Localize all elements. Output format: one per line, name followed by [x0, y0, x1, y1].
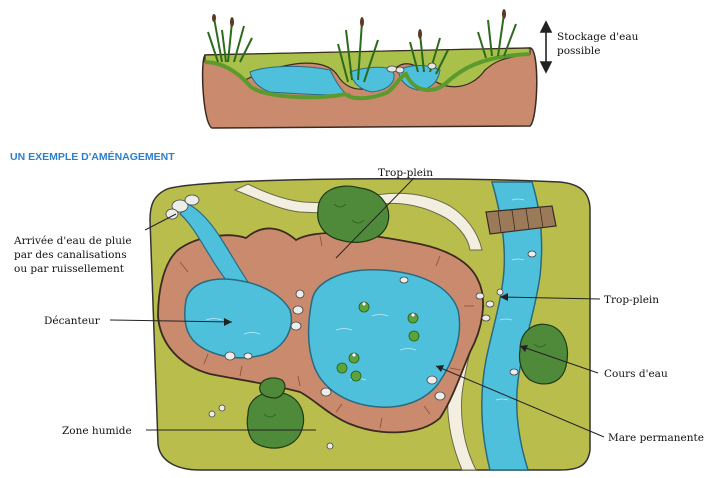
label-mare-permanente: Mare permanente — [608, 432, 704, 444]
label-cours-eau: Cours d'eau — [604, 368, 668, 380]
cross-section-diagram — [203, 9, 551, 128]
label-zone-humide: Zone humide — [62, 425, 132, 437]
label-arrivee-line3: ou par ruissellement — [14, 263, 125, 275]
label-arrivee-line1: Arrivée d'eau de pluie — [13, 235, 132, 247]
label-trop-plein-right: Trop-plein — [604, 294, 659, 306]
storage-arrow — [541, 22, 551, 72]
cattail-heads — [212, 9, 506, 39]
plan-title: UN EXEMPLE D'AMÉNAGEMENT — [10, 150, 175, 163]
storage-label-line1: Stockage d'eau — [557, 31, 639, 43]
label-arrivee-line2: par des canalisations — [14, 249, 127, 261]
label-trop-plein-top: Trop-plein — [378, 167, 433, 179]
label-decanteur: Décanteur — [44, 315, 101, 327]
storage-label-line2: possible — [557, 45, 600, 57]
